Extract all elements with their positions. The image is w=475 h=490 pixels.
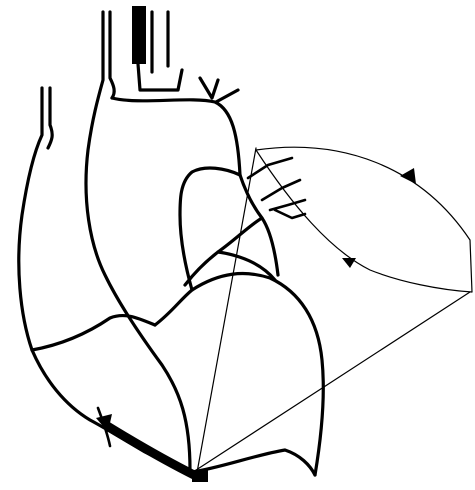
flow-arrow-upper [400,168,416,184]
pulmonary-trunk [185,175,278,285]
flow-loop [256,147,472,292]
superior-vena-cava [19,88,52,350]
thin-guide-lines [190,148,470,478]
arch-branches [200,78,238,102]
aortic-arch [112,98,240,290]
top-clamp-bar [132,6,146,64]
bottom-instrument [96,408,208,482]
flow-arrow-lower [342,258,356,268]
right-atrium [32,316,192,472]
aorta-inner-wall [110,12,114,98]
ventricles [155,274,323,475]
